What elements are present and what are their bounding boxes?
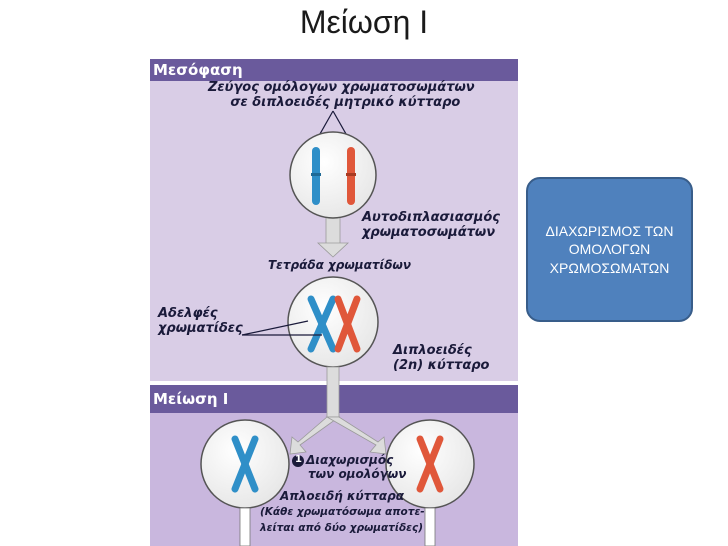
separation-line2: των ομολόγων — [308, 466, 407, 481]
division-stem — [326, 366, 340, 420]
meiosis1-header: Μείωση Ι — [153, 390, 229, 408]
step-number-badge — [292, 455, 304, 467]
daughter-stem-right — [424, 507, 436, 546]
diploid-label: Διπλοειδές (2n) κύτταρο — [393, 343, 490, 374]
parent-cell — [289, 131, 377, 219]
sisters-pointer-line — [241, 320, 309, 336]
diploid-line2: (2n) κύτταρο — [393, 357, 490, 373]
replication-arrow-shaft — [325, 216, 341, 246]
separation-label: Διαχωρισμός των ομολόγων — [306, 453, 407, 482]
replication-line1: Αυτοδιπλασιασμός — [362, 210, 500, 225]
daughter-chromosome-red — [416, 435, 444, 493]
division-arrow-right — [325, 416, 387, 455]
diploid-line1: Διπλοειδές — [393, 343, 472, 358]
chromosome-blue-centromere — [311, 173, 321, 176]
replication-arrow-head — [316, 242, 350, 258]
sisters-label: Αδελφές χρωματίδες — [158, 306, 243, 337]
diagram-graphics — [150, 59, 518, 546]
replication-label: Αυτοδιπλασιασμός χρωματοσωμάτων — [362, 210, 500, 241]
tetrad-label: Τετράδα χρωματίδων — [268, 258, 412, 272]
callout-box: ΔΙΑΧΩΡΙΣΜΟΣ ΤΩΝ ΟΜΟΛΟΓΩΝ ΧΡΩΜΟΣΩΜΑΤΩΝ — [526, 177, 693, 322]
step-number: 1 — [295, 454, 302, 465]
haploid-note-line1: (Κάθε χρωματόσωμα αποτε- — [260, 506, 425, 518]
haploid-note-line2: λείται από δύο χρωματίδες) — [260, 522, 424, 535]
division-arrow-left — [289, 416, 341, 455]
interphase-header-bar — [150, 59, 518, 81]
chromosome-red-centromere — [346, 173, 356, 176]
daughter-chromosome-blue — [231, 435, 259, 493]
sister-chromatid-blue — [307, 295, 337, 353]
sisters-line1: Αδελφές — [158, 306, 218, 321]
haploid-note: (Κάθε χρωματόσωμα αποτε- λείται από δύο … — [260, 506, 425, 534]
separation-line1: Διαχωρισμός — [306, 453, 394, 467]
pair-label-line2: σε διπλοειδές μητρικό κύτταρο — [230, 94, 461, 110]
haploid-label: Απλοειδή κύτταρα — [280, 489, 404, 503]
replication-line2: χρωματοσωμάτων — [362, 224, 496, 240]
callout-text: ΔΙΑΧΩΡΙΣΜΟΣ ΤΩΝ ΟΜΟΛΟΓΩΝ ΧΡΩΜΟΣΩΜΑΤΩΝ — [545, 223, 674, 276]
sisters-line2: χρωματίδες — [158, 320, 243, 336]
sister-chromatid-red — [334, 295, 361, 353]
interphase-header: Μεσόφαση — [153, 61, 243, 79]
pair-label-line1: Ζεύγος ομόλογων χρωματοσωμάτων — [208, 80, 475, 95]
daughter-stem-left — [239, 507, 251, 546]
pair-label: Ζεύγος ομόλογων χρωματοσωμάτων σε διπλοε… — [208, 80, 475, 111]
slide-title: Μείωση Ι — [299, 4, 429, 40]
meiosis-diagram: Μεσόφαση Ζεύγος ομόλογων χρωματοσωμάτων … — [150, 59, 518, 546]
